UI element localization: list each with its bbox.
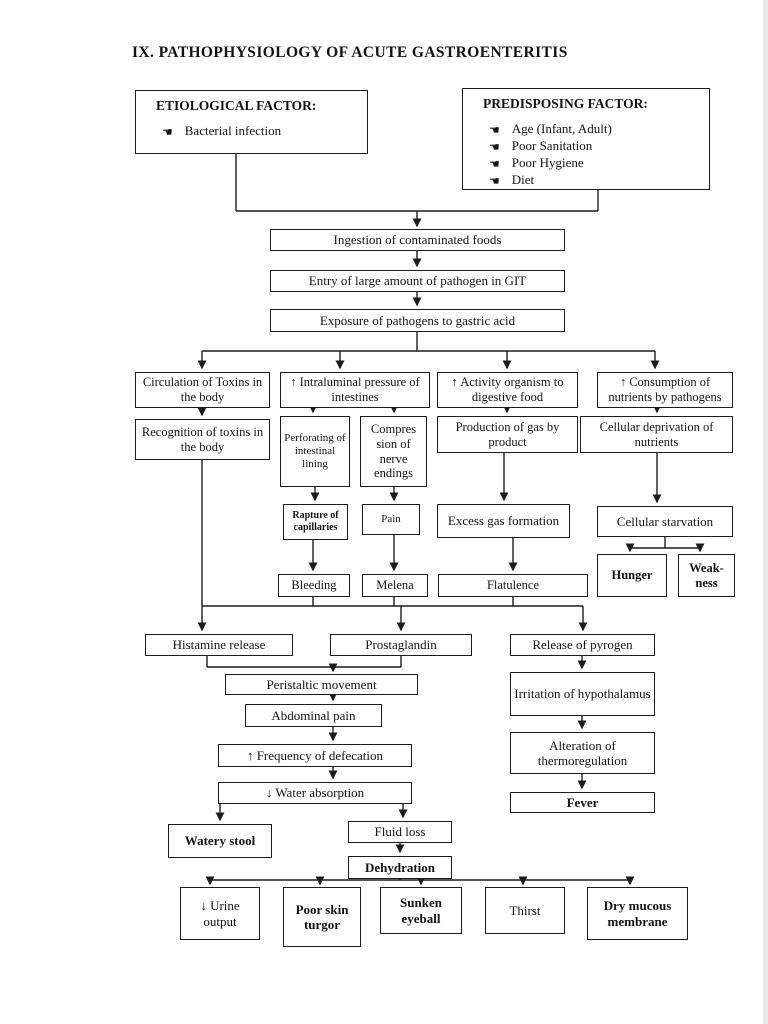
node-weakness: Weak-ness — [678, 554, 735, 597]
predisposing-factor-box: PREDISPOSING FACTOR: ☚ Age (Infant, Adul… — [462, 88, 710, 190]
node-exposure-to-gastric-acid: Exposure of pathogens to gastric acid — [270, 309, 565, 332]
node-alteration-of-thermoregulation: Alteration of thermoregulation — [510, 732, 655, 774]
etiological-factor-title: ETIOLOGICAL FACTOR: — [156, 98, 317, 113]
predisposing-item-label: Diet — [511, 172, 535, 187]
node-melena: Melena — [362, 574, 428, 597]
node-fever: Fever — [510, 792, 655, 813]
node-circulation-of-toxins: Circulation of Toxins in the body — [135, 372, 270, 408]
pointing-hand-icon: ☚ — [162, 125, 173, 139]
node-watery-stool: Watery stool — [168, 824, 272, 858]
node-production-of-gas: Production of gas by product — [437, 416, 578, 453]
node-abdominal-pain: Abdominal pain — [245, 704, 382, 727]
node-entry-of-pathogen-in-git: Entry of large amount of pathogen in GIT — [270, 270, 565, 292]
node-activity-organism: ↑ Activity organism to digestive food — [437, 372, 578, 408]
list-item: ☚ Poor Sanitation — [489, 138, 703, 154]
node-cellular-starvation: Cellular starvation — [597, 506, 733, 537]
page-title: IX. PATHOPHYSIOLOGY OF ACUTE GASTROENTER… — [132, 44, 568, 61]
pointing-hand-icon: ☚ — [489, 123, 500, 137]
pointing-hand-icon: ☚ — [489, 140, 500, 154]
etiological-item-label: Bacterial infection — [184, 123, 282, 138]
list-item: ☚ Bacterial infection — [162, 123, 361, 139]
predisposing-item-label: Poor Sanitation — [511, 138, 593, 153]
predisposing-factor-title: PREDISPOSING FACTOR: — [483, 96, 648, 111]
node-frequency-of-defecation: ↑ Frequency of defecation — [218, 744, 412, 767]
node-dehydration: Dehydration — [348, 856, 452, 879]
node-intraluminal-pressure: ↑ Intraluminal pressure of intestines — [280, 372, 430, 408]
node-excess-gas-formation: Excess gas formation — [437, 504, 570, 538]
node-dry-mucous-membrane: Dry mucous membrane — [587, 887, 688, 940]
list-item: ☚ Age (Infant, Adult) — [489, 121, 703, 137]
node-sunken-eyeball: Sunken eyeball — [380, 887, 462, 934]
pointing-hand-icon: ☚ — [489, 157, 500, 171]
node-flatulence: Flatulence — [438, 574, 588, 597]
pointing-hand-icon: ☚ — [489, 174, 500, 188]
node-poor-skin-turgor: Poor skin turgor — [283, 887, 361, 947]
node-ingestion-of-contaminated-foods: Ingestion of contaminated foods — [270, 229, 565, 251]
predisposing-item-label: Age (Infant, Adult) — [511, 121, 612, 136]
node-compression-of-nerve-endings: Compres sion of nerve endings — [360, 416, 427, 487]
node-rapture-of-capillaries: Rapture of capillaries — [283, 504, 348, 540]
page-scan-edge — [763, 0, 768, 1024]
node-pain: Pain — [362, 504, 420, 535]
node-urine-output: ↓ Urine output — [180, 887, 260, 940]
node-prostaglandin: Prostaglandin — [330, 634, 472, 656]
node-consumption-of-nutrients: ↑ Consumption of nutrients by pathogens — [597, 372, 733, 408]
predisposing-item-label: Poor Hygiene — [511, 155, 584, 170]
node-fluid-loss: Fluid loss — [348, 821, 452, 843]
node-bleeding: Bleeding — [278, 574, 350, 597]
node-water-absorption: ↓ Water absorption — [218, 782, 412, 804]
node-release-of-pyrogen: Release of pyrogen — [510, 634, 655, 656]
node-hunger: Hunger — [597, 554, 667, 597]
etiological-factor-box: ETIOLOGICAL FACTOR: ☚ Bacterial infectio… — [135, 90, 368, 154]
node-irritation-of-hypothalamus: Irritation of hypothalamus — [510, 672, 655, 716]
node-thirst: Thirst — [485, 887, 565, 934]
node-recognition-of-toxins: Recognition of toxins in the body — [135, 419, 270, 460]
list-item: ☚ Diet — [489, 172, 703, 188]
node-peristaltic-movement: Peristaltic movement — [225, 674, 418, 695]
node-perforating-intestinal-lining: Perforating of intestinal lining — [280, 416, 350, 487]
node-cellular-deprivation: Cellular deprivation of nutrients — [580, 416, 733, 453]
list-item: ☚ Poor Hygiene — [489, 155, 703, 171]
node-histamine-release: Histamine release — [145, 634, 293, 656]
